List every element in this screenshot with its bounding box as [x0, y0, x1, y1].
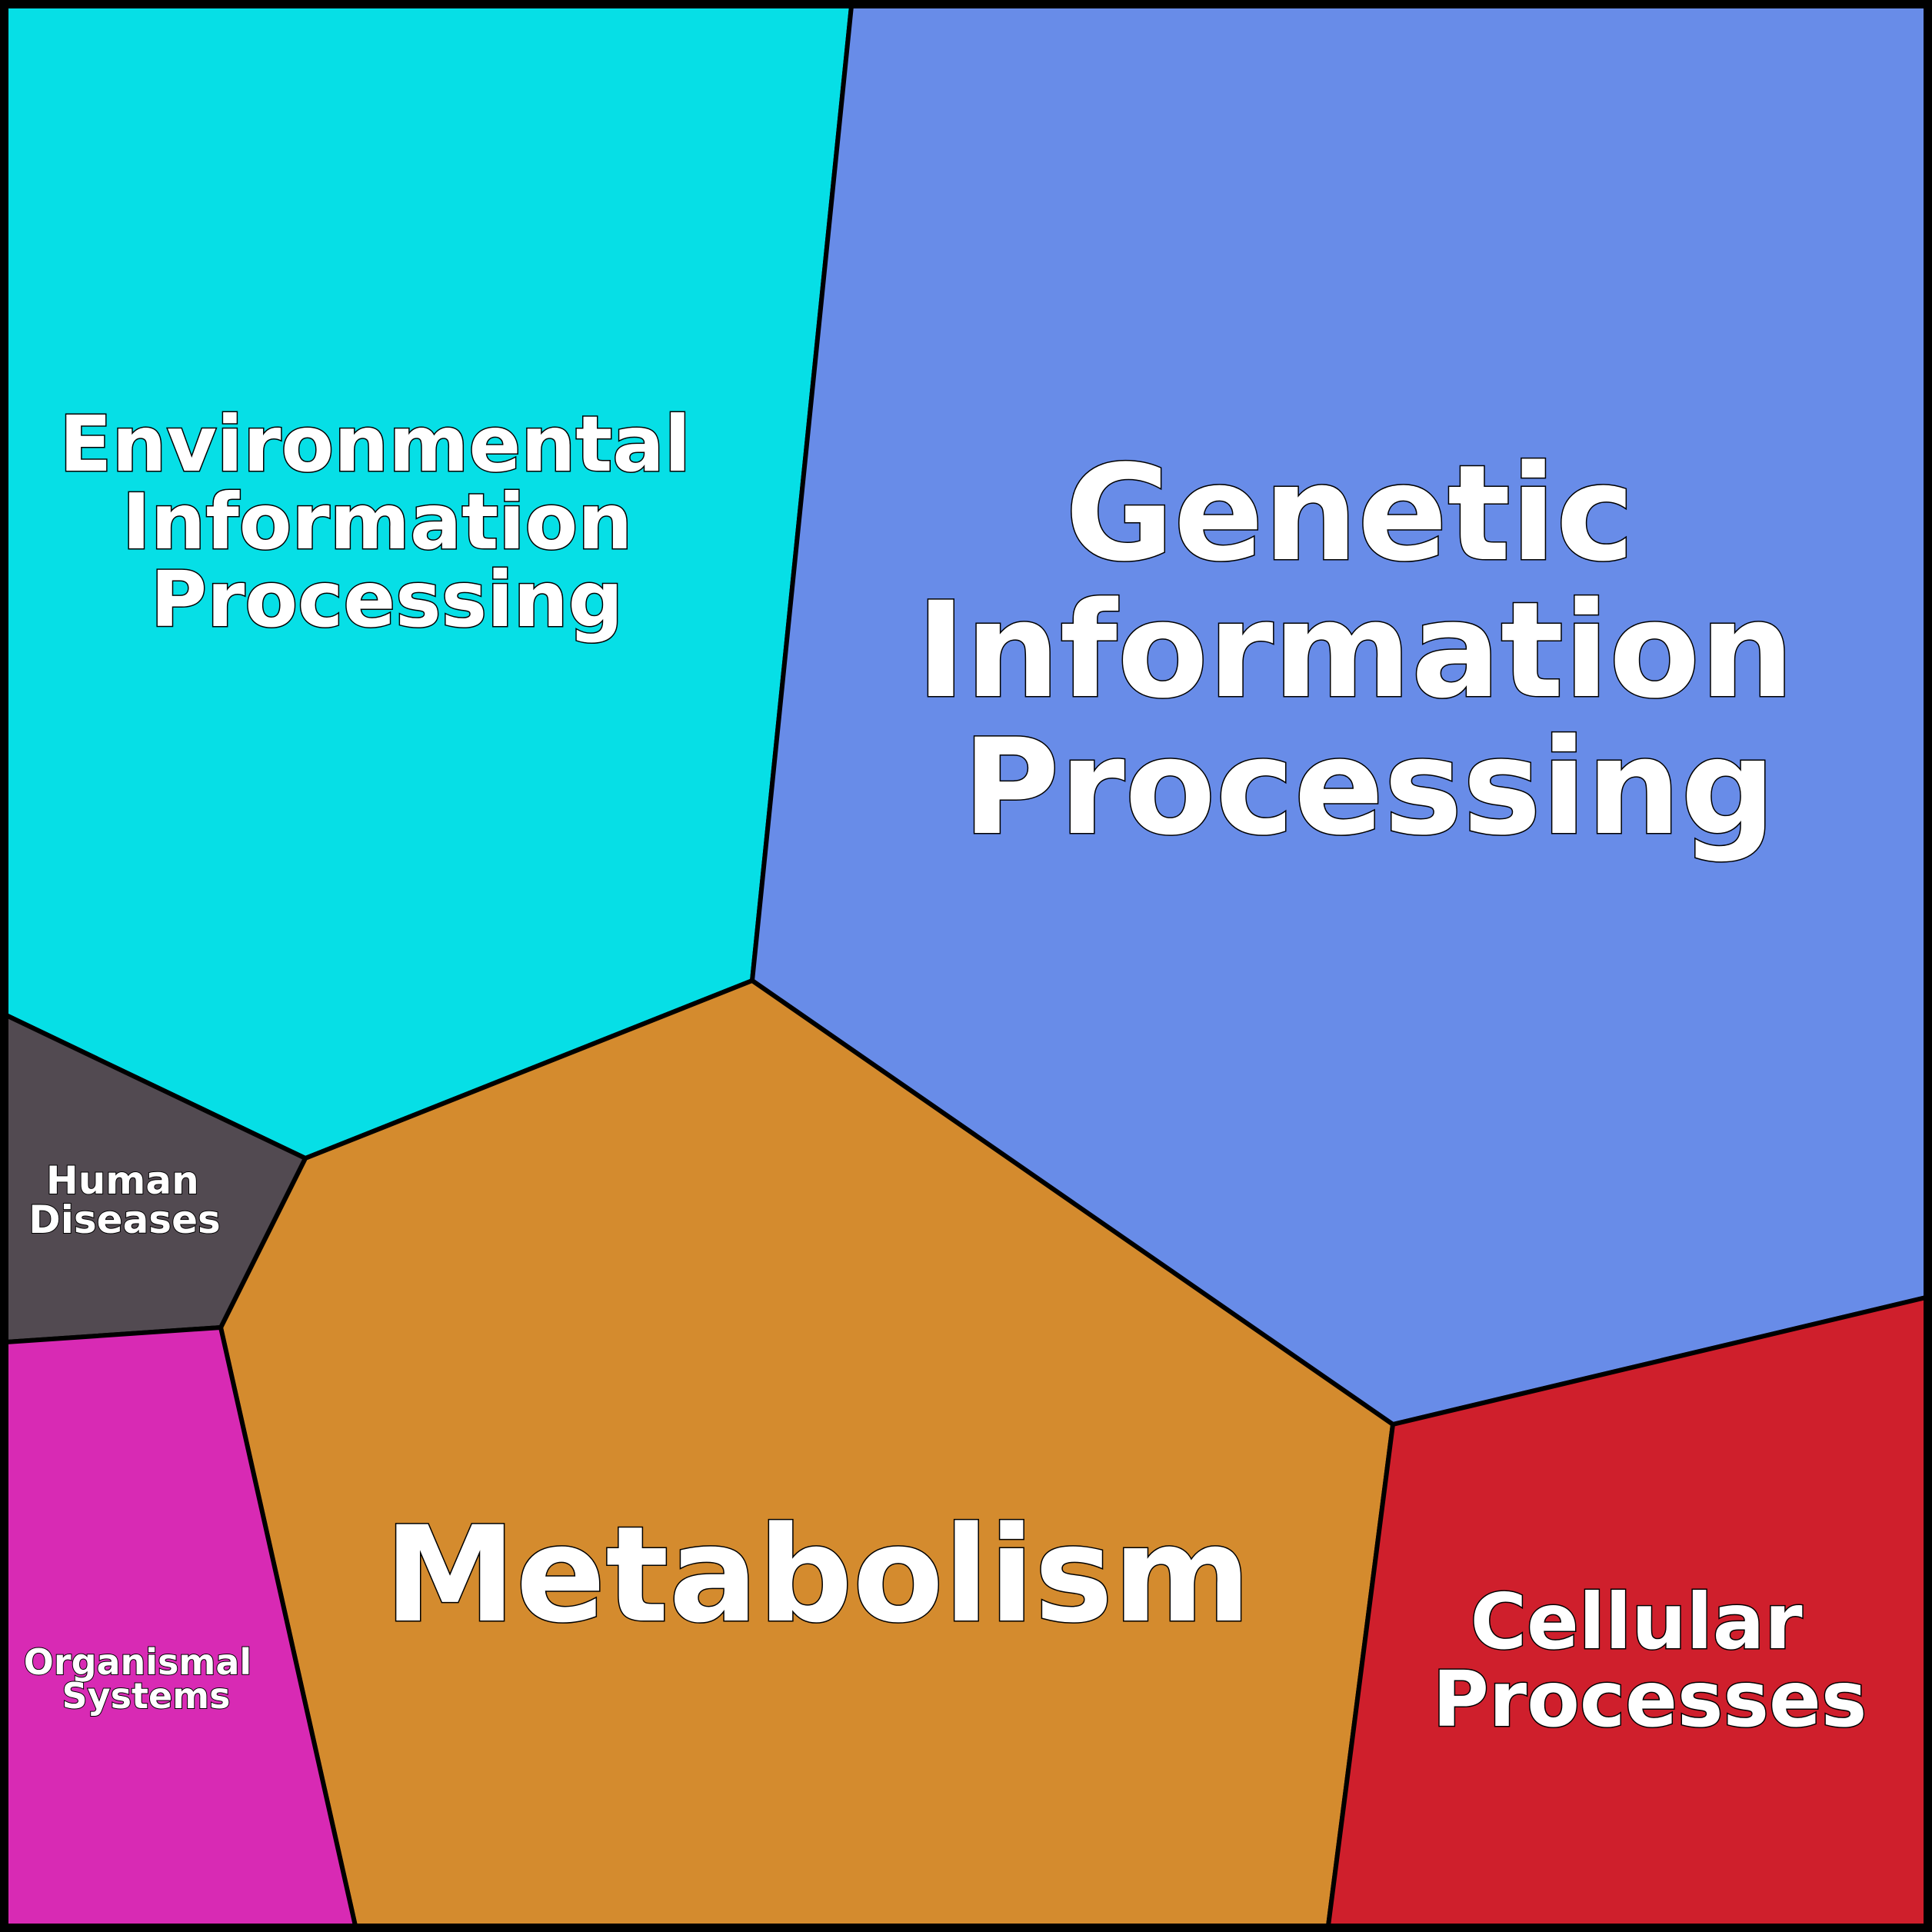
label-human-diseases: Human Diseases: [28, 1158, 221, 1242]
label-genetic: Genetic Information Processing: [916, 436, 1840, 864]
label-metabolism: Metabolism: [385, 1497, 1251, 1652]
label-organismal: Organismal Systems: [24, 1641, 264, 1717]
label-environmental: Environmental Information Processing: [59, 399, 718, 645]
label-cellular: Cellular Processes: [1433, 1577, 1867, 1744]
